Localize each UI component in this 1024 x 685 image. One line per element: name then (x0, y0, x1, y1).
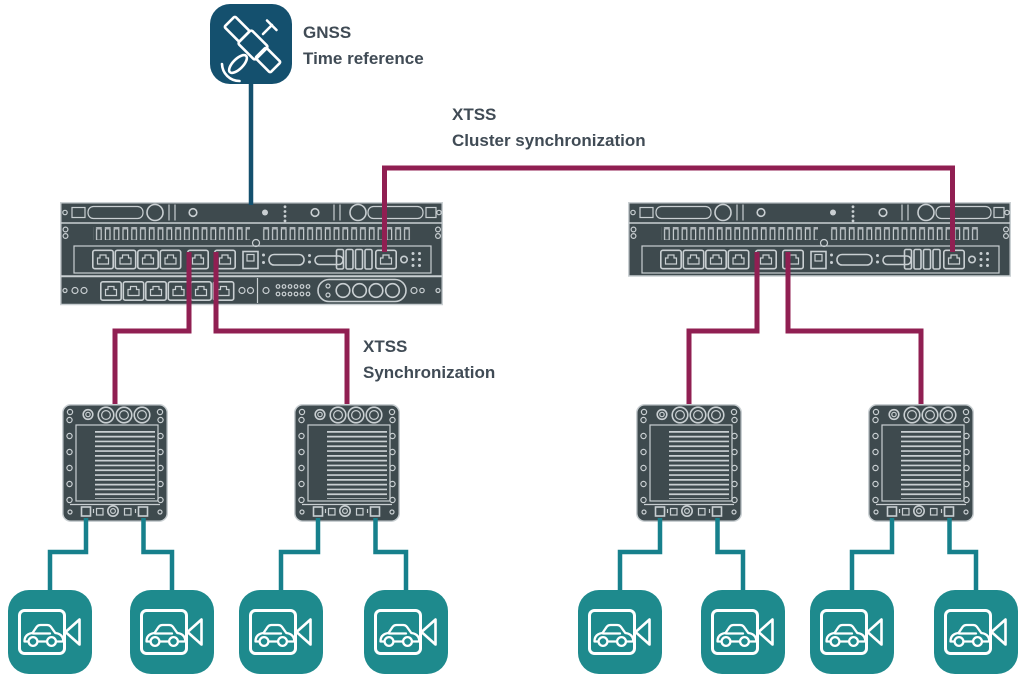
link-ecu4-camera7 (849, 518, 895, 592)
link-ecu1-camera2 (141, 518, 175, 592)
link-server1-ecu1 (112, 252, 192, 404)
sync-label-line1: XTSS (363, 337, 408, 356)
link-ecu2-camera3 (278, 518, 321, 592)
link-ecu2-camera4 (373, 518, 409, 592)
ecu-2 (295, 405, 400, 522)
cluster-sync-label: XTSS Cluster synchronization (452, 102, 646, 154)
camera-5 (576, 588, 664, 676)
cluster-sync-label-line2: Cluster synchronization (452, 131, 646, 150)
link-server2-ecu4 (785, 252, 924, 404)
ecu-1 (63, 405, 168, 522)
link-cluster-sync (382, 165, 955, 252)
sync-label: XTSS Synchronization (363, 334, 495, 386)
cluster-sync-label-line1: XTSS (452, 105, 497, 124)
gnss-label-line1: GNSS (303, 23, 352, 42)
gnss-node (210, 4, 292, 84)
link-ecu3-camera6 (715, 518, 746, 592)
camera-1 (6, 588, 94, 676)
gnss-label: GNSS Time reference (303, 20, 424, 72)
camera-7 (808, 588, 896, 676)
ecu-3 (637, 405, 742, 522)
link-ecu1-camera1 (47, 518, 89, 592)
link-ecu3-camera5 (617, 518, 663, 592)
sync-label-line2: Synchronization (363, 363, 496, 382)
camera-3 (237, 588, 325, 676)
camera-6 (699, 588, 787, 676)
camera-8 (932, 588, 1020, 676)
link-server1-ecu2 (213, 252, 350, 404)
satellite-icon (220, 15, 282, 83)
camera-2 (128, 588, 216, 676)
camera-4 (362, 588, 450, 676)
ecu-4 (869, 405, 974, 522)
gnss-label-line2: Time reference (303, 49, 424, 68)
link-server2-ecu3 (686, 252, 760, 404)
link-ecu4-camera8 (947, 518, 979, 592)
